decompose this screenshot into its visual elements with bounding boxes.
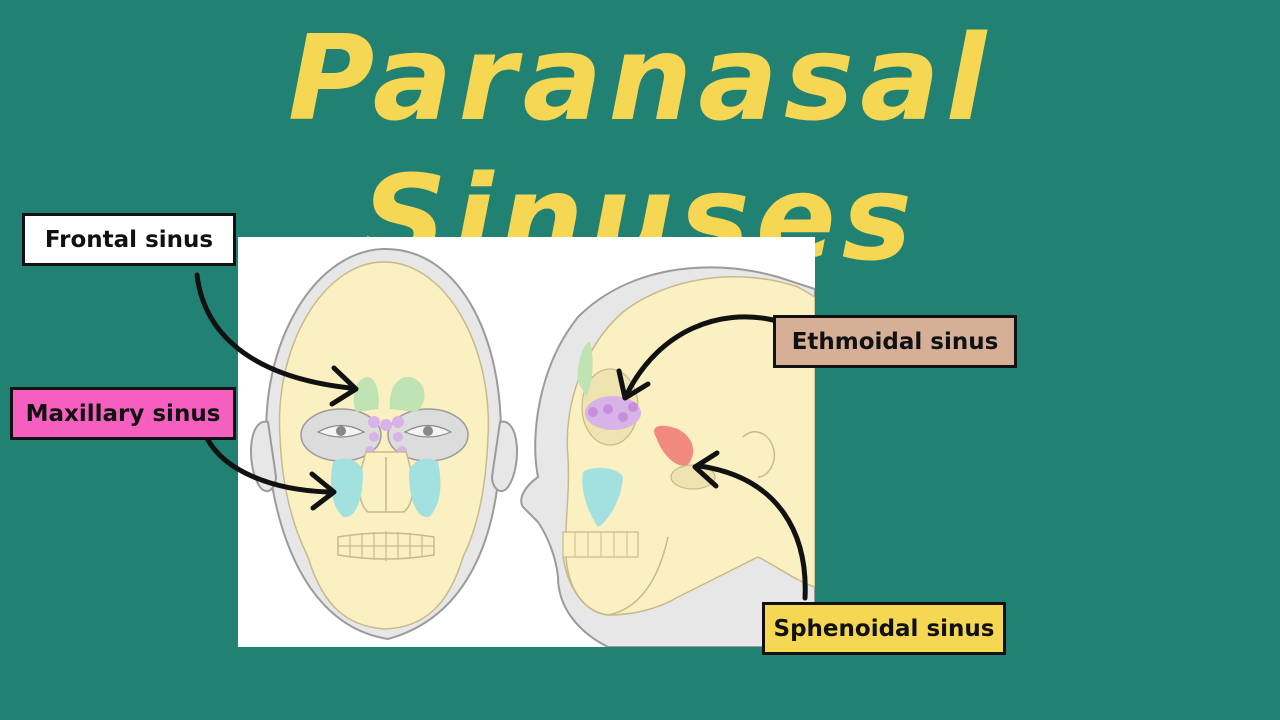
side-view-skull	[520, 266, 815, 647]
sphenoidal-sinus-label: Sphenoidal sinus	[762, 602, 1006, 655]
frontal-view-skull	[250, 247, 518, 641]
frontal-sinus-label-text: Frontal sinus	[44, 226, 214, 253]
ethmoidal-sinus-label: Ethmoidal sinus	[773, 315, 1017, 368]
maxillary-sinus-label-text: Maxillary sinus	[25, 400, 221, 427]
ethmoidal-sinus-side	[585, 396, 641, 430]
maxillary-sinus-label: Maxillary sinus	[10, 387, 236, 440]
frontal-sinus-label: Frontal sinus	[22, 213, 236, 266]
ethmoidal-sinus-label-text: Ethmoidal sinus	[791, 328, 999, 355]
skull-illustration-panel	[238, 237, 815, 647]
sphenoidal-sinus-label-text: Sphenoidal sinus	[773, 615, 995, 642]
sphenoidal-sinus-side	[654, 425, 694, 466]
skull-illustration	[250, 247, 815, 647]
page-title: Paranasal Sinuses	[287, 9, 993, 287]
